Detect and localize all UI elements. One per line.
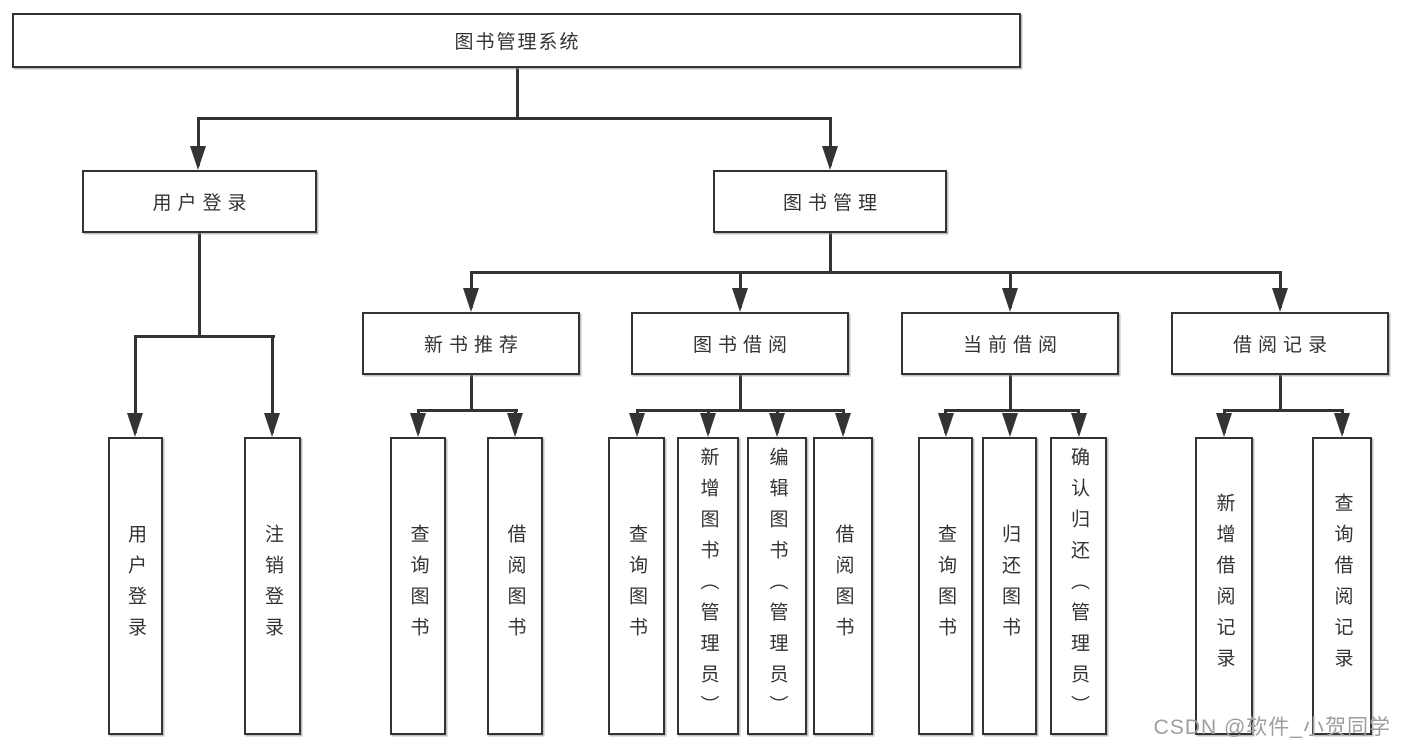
node-book-borrowing: 图书借阅 [631, 312, 849, 375]
node-leaf-user-login: 用户登录 [108, 437, 163, 735]
connector-line [515, 68, 519, 118]
connector-line [1008, 375, 1012, 411]
node-leaf-add-book-admin: 新增图书（管理员） [677, 437, 739, 735]
node-leaf-edit-book-admin: 编辑图书（管理员） [747, 437, 807, 735]
arrow-down-icon [264, 413, 280, 437]
node-new-book-recommend: 新书推荐 [362, 312, 580, 375]
node-leaf-query-books-borrowing: 查询图书 [608, 437, 665, 735]
node-leaf-return-books: 归还图书 [982, 437, 1037, 735]
connector-line [635, 408, 845, 412]
connector-line [196, 116, 832, 120]
connector-line [469, 375, 473, 411]
connector-line [1278, 375, 1282, 411]
node-leaf-borrow-books: 借阅图书 [813, 437, 873, 735]
connector-line [133, 336, 137, 433]
arrow-down-icon [190, 146, 206, 170]
arrow-down-icon [732, 288, 748, 312]
node-leaf-logout: 注销登录 [244, 437, 301, 735]
connector-line [1222, 408, 1344, 412]
node-user-login: 用户登录 [82, 170, 317, 233]
connector-line [197, 233, 201, 336]
arrow-down-icon [410, 413, 426, 437]
arrow-down-icon [1334, 413, 1350, 437]
connector-line [270, 336, 274, 433]
connector-line [828, 118, 832, 166]
node-current-borrowing: 当前借阅 [901, 312, 1119, 375]
connector-line [944, 408, 1080, 412]
csdn-watermark: CSDN @软件_小贺同学 [1153, 716, 1391, 739]
arrow-down-icon [127, 413, 143, 437]
connector-line [133, 334, 275, 338]
node-leaf-confirm-return-admin: 确认归还（管理员） [1050, 437, 1107, 735]
node-root-system: 图书管理系统 [12, 13, 1021, 68]
connector-line [469, 270, 1282, 274]
arrow-down-icon [769, 413, 785, 437]
arrow-down-icon [1216, 413, 1232, 437]
node-leaf-query-books-recommend: 查询图书 [390, 437, 446, 735]
arrow-down-icon [700, 413, 716, 437]
connector-line [416, 408, 518, 412]
arrow-down-icon [1002, 288, 1018, 312]
arrow-down-icon [1272, 288, 1288, 312]
node-leaf-query-borrow-record: 查询借阅记录 [1312, 437, 1372, 735]
node-leaf-add-borrow-record: 新增借阅记录 [1195, 437, 1253, 735]
arrow-down-icon [463, 288, 479, 312]
arrow-down-icon [507, 413, 523, 437]
connector-line [196, 118, 200, 166]
node-borrowing-records: 借阅记录 [1171, 312, 1389, 375]
arrow-down-icon [835, 413, 851, 437]
arrow-down-icon [822, 146, 838, 170]
arrow-down-icon [1001, 413, 1018, 437]
arrow-down-icon [937, 413, 954, 437]
node-book-management: 图书管理 [713, 170, 947, 233]
connector-line [828, 233, 832, 272]
arrow-down-icon [629, 413, 645, 437]
node-leaf-query-books-current: 查询图书 [918, 437, 973, 735]
arrow-down-icon [1070, 413, 1087, 437]
connector-line [738, 375, 742, 411]
node-leaf-borrow-books-recommend: 借阅图书 [487, 437, 543, 735]
